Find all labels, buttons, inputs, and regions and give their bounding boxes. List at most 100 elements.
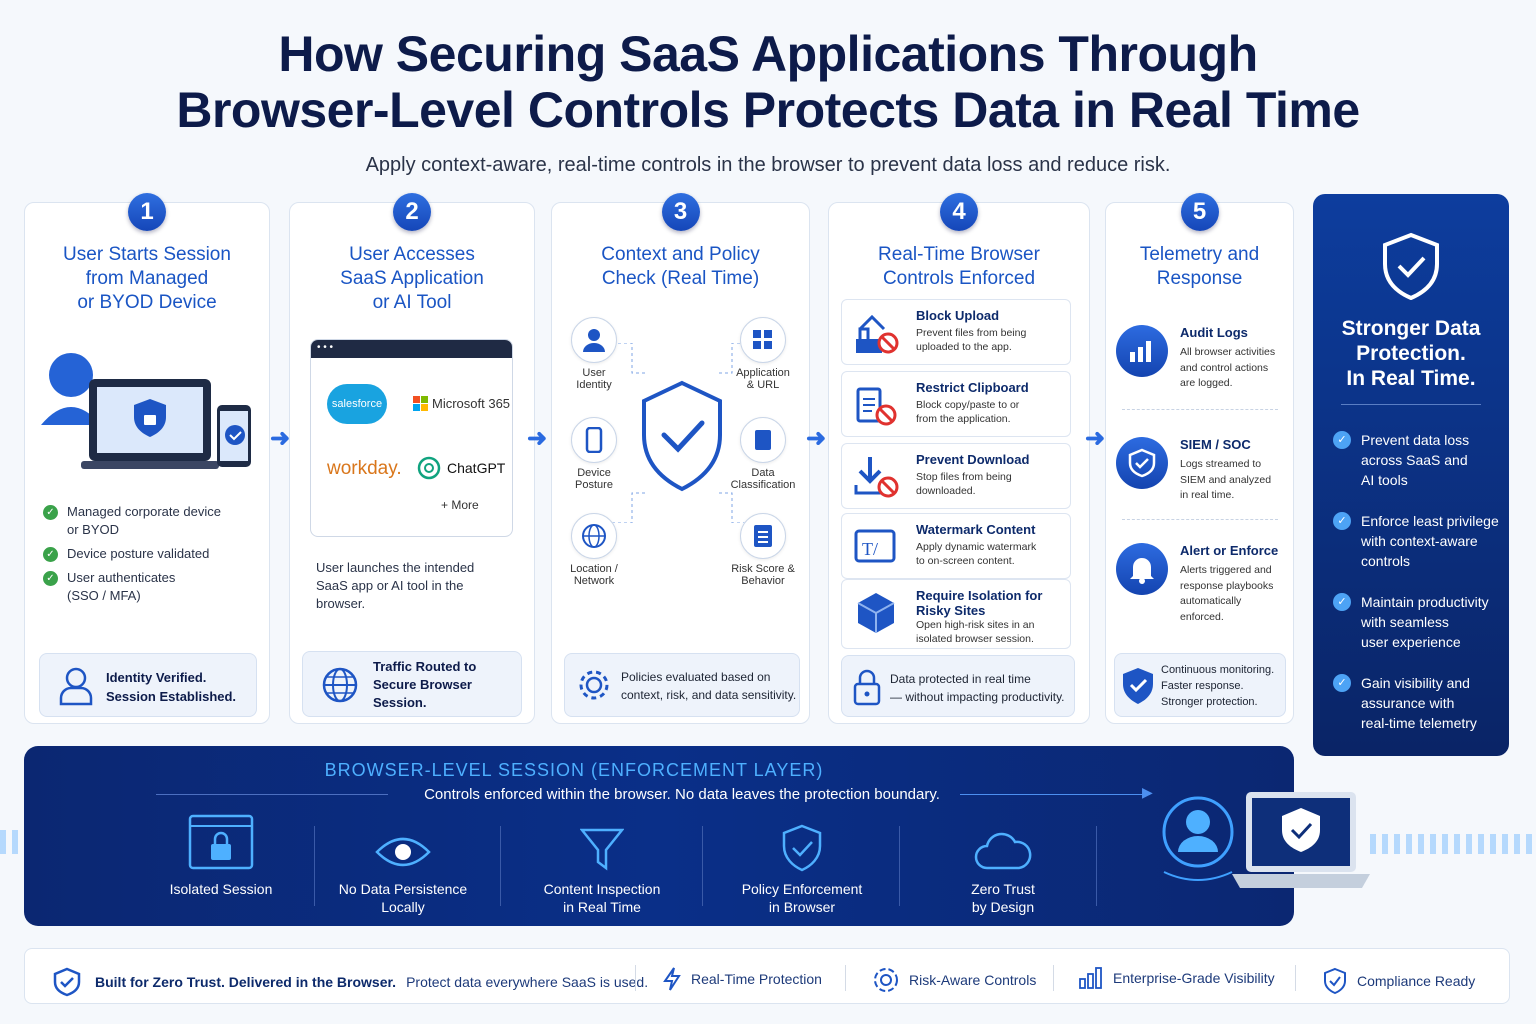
eye-icon [375, 837, 431, 867]
divider [1341, 404, 1481, 405]
node-location-network: Location /Network [554, 513, 634, 587]
microsoft-365-logo: Microsoft 365 [413, 396, 510, 411]
download-block-icon [854, 457, 899, 498]
book-icon [755, 430, 771, 450]
check-icon: ✓ [43, 571, 58, 586]
check-icon: ✓ [1333, 512, 1351, 530]
step-number: 2 [393, 193, 431, 231]
lightning-icon [663, 967, 681, 991]
divider [156, 794, 388, 795]
arrow-right-icon: ➜ [806, 425, 827, 452]
cube-icon [857, 593, 895, 633]
step-number: 4 [940, 193, 978, 231]
control-watermark: T/ Watermark Content Apply dynamic water… [841, 513, 1071, 579]
divider [1122, 409, 1278, 410]
laptop-icon [1232, 792, 1370, 888]
bar-chart-icon [1079, 967, 1102, 989]
step-5-footer: Continuous monitoring.Faster response.St… [1114, 653, 1286, 717]
feature-compliance-ready: Compliance Ready [1323, 967, 1475, 995]
page-title-line1: How Securing SaaS Applications Through [278, 26, 1258, 82]
arrow-right-icon: ➜ [1085, 425, 1106, 452]
globe-icon [322, 667, 358, 703]
shield-check-icon [642, 380, 722, 492]
globe-icon [582, 524, 606, 548]
gear-icon [579, 670, 609, 700]
phone-icon [585, 427, 603, 453]
bell-icon [1130, 558, 1154, 584]
feature-risk-aware-controls: Risk-Aware Controls [873, 967, 1036, 993]
lock-icon [853, 669, 881, 706]
zero-trust-statement: Built for Zero Trust. Delivered in the B… [53, 967, 648, 997]
shield-check-icon [1324, 967, 1346, 995]
filter-icon [580, 828, 624, 871]
check-icon: ✓ [1333, 431, 1351, 449]
band-title: BROWSER-LEVEL SESSION (ENFORCEMENT LAYER… [324, 760, 824, 780]
chatgpt-logo: ChatGPT [417, 456, 505, 480]
arrow-line [960, 794, 1150, 795]
clipboard-icon [856, 387, 897, 426]
workday-logo: workday. [327, 458, 402, 479]
list-item: ✓User authenticates(SSO / MFA) [43, 569, 263, 605]
check-icon: ✓ [1333, 674, 1351, 692]
chart-icon [1130, 341, 1151, 362]
check-icon: ✓ [43, 547, 58, 562]
node-application-url: Application& URL [723, 317, 803, 391]
cloud-icon [974, 832, 1032, 870]
shield-check-icon [782, 824, 822, 872]
feature-enterprise-visibility: Enterprise-Grade Visibility [1079, 967, 1275, 989]
list-icon [754, 525, 772, 547]
browser-dots-icon: • • • [311, 340, 512, 358]
divider [1122, 519, 1278, 520]
step-number: 5 [1180, 193, 1219, 231]
device-illustration-icon [41, 353, 251, 469]
shield-check-icon [1123, 668, 1153, 704]
control-restrict-clipboard: Restrict Clipboard Block copy/paste to o… [841, 371, 1071, 437]
grid-icon [753, 330, 772, 349]
arrow-right-icon: ➜ [527, 425, 548, 452]
watermark-icon: T/ [854, 529, 896, 563]
lock-window-icon [188, 814, 254, 870]
browser-window: • • • salesforce Microsoft 365 workday. … [310, 339, 513, 537]
shield-check-icon [53, 967, 81, 997]
step-1-footer: Identity Verified.Session Established. [39, 653, 257, 717]
list-item: ✓Device posture validated [43, 545, 263, 563]
node-risk-score: Risk Score &Behavior [723, 513, 803, 587]
user-icon [583, 329, 605, 352]
control-require-isolation: Require Isolation for Risky Sites Open h… [841, 579, 1071, 649]
target-icon [874, 968, 898, 992]
band-item-isolated-session: Isolated Session [141, 814, 301, 898]
page-title-line2: Browser-Level Controls Protects Data in … [176, 82, 1360, 138]
bottom-bar: Built for Zero Trust. Delivered in the B… [24, 948, 1510, 1004]
shield-icon [1128, 448, 1156, 478]
user-avatar-icon [1162, 796, 1234, 881]
step-number: 3 [661, 193, 700, 231]
band-subtitle: Controls enforced within the browser. No… [424, 786, 940, 803]
